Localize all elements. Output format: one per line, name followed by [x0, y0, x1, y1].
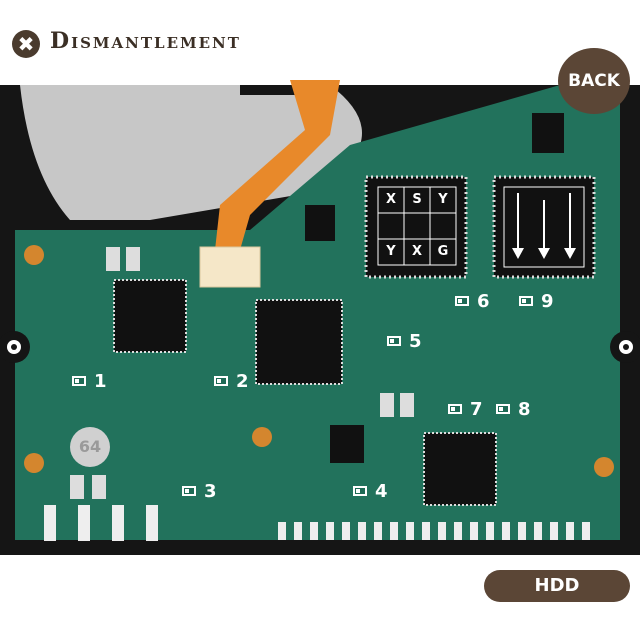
back-button[interactable]: BACK	[558, 48, 630, 114]
pad-1[interactable]	[72, 376, 86, 386]
hdd-board: X S Y Y X G 1 2 3 4 5 6 7 8 9	[0, 75, 640, 555]
pad-label-2: 2	[236, 371, 249, 392]
close-button[interactable]: ✖	[12, 30, 40, 58]
puzzle-cell[interactable]: Y	[386, 244, 396, 259]
puzzle-cell[interactable]: X	[385, 192, 397, 207]
pad-label-5: 5	[409, 331, 422, 352]
pad-5[interactable]	[387, 336, 401, 346]
pad-6[interactable]	[455, 296, 469, 306]
pad-7[interactable]	[448, 404, 462, 414]
badge-64[interactable]: 64	[70, 427, 110, 467]
close-icon: ✖	[17, 32, 35, 56]
pad-label-1: 1	[94, 371, 107, 392]
puzzle-cell[interactable]: S	[412, 192, 422, 207]
pad-label-6: 6	[477, 291, 490, 312]
pcb-graphic	[0, 75, 640, 555]
pad-label-4: 4	[375, 481, 388, 502]
pad-label-8: 8	[518, 399, 531, 420]
puzzle-cell[interactable]: G	[437, 244, 449, 259]
pad-label-7: 7	[470, 399, 483, 420]
puzzle-cell[interactable]: X	[411, 244, 423, 259]
puzzle-cell[interactable]: Y	[438, 192, 448, 207]
pad-label-9: 9	[541, 291, 554, 312]
hdd-button[interactable]: HDD	[484, 570, 630, 602]
pad-3[interactable]	[182, 486, 196, 496]
pad-4[interactable]	[353, 486, 367, 496]
title-bar: ✖ Dismantlement	[0, 0, 640, 80]
pad-2[interactable]	[214, 376, 228, 386]
pad-8[interactable]	[496, 404, 510, 414]
page-title: Dismantlement	[50, 28, 241, 54]
pad-label-3: 3	[204, 481, 217, 502]
pad-9[interactable]	[519, 296, 533, 306]
